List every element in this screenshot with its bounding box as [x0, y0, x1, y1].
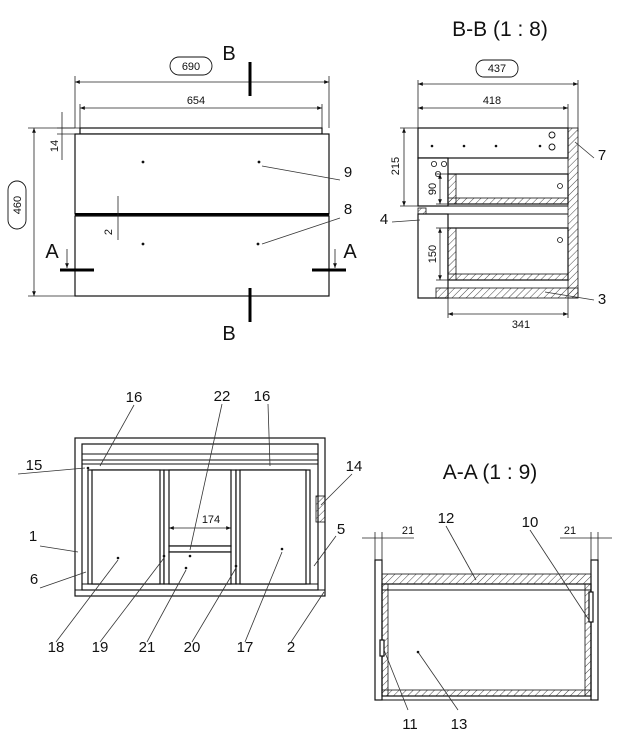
- section-b-bottom: B: [222, 323, 235, 345]
- dim-21-left: 21: [402, 525, 414, 537]
- label-16-left: 16: [126, 389, 143, 406]
- bb-upper-front: [417, 157, 449, 207]
- dim-460: 460: [12, 196, 24, 214]
- label-10: 10: [522, 514, 539, 531]
- label-7: 7: [598, 147, 606, 164]
- dim-418: 418: [483, 95, 501, 107]
- label-22: 22: [214, 388, 231, 405]
- handle-hole: [141, 160, 145, 164]
- bb-lower-drawer: [447, 227, 569, 281]
- label-12: 12: [438, 510, 455, 527]
- dim-150: 150: [427, 245, 439, 263]
- label-17: 17: [237, 639, 254, 656]
- bb-top-plate: [417, 127, 569, 159]
- aa-right-wall: [590, 559, 599, 701]
- label-14: 14: [346, 458, 363, 475]
- dim-654: 654: [187, 95, 205, 107]
- label-6: 6: [30, 571, 38, 588]
- bb-back-wall: [567, 127, 579, 299]
- handle-hole: [257, 160, 261, 164]
- front-top-drawer: [74, 133, 330, 215]
- label-20: 20: [184, 639, 201, 656]
- dim-437: 437: [488, 63, 506, 75]
- dim-341: 341: [512, 319, 530, 331]
- section-aa-title: A-A (1 : 9): [443, 461, 538, 484]
- dim-21-right: 21: [564, 525, 576, 537]
- dim-2: 2: [103, 229, 115, 235]
- dim-215: 215: [390, 157, 402, 175]
- dim-box-437: [475, 59, 519, 78]
- handle-hole: [141, 242, 145, 246]
- dim-box-460: [7, 180, 27, 230]
- label-13: 13: [451, 716, 468, 733]
- label-21: 21: [139, 639, 156, 656]
- bb-bottom-plate: [435, 287, 579, 299]
- top-plate: [79, 127, 323, 135]
- section-a-right: A: [343, 241, 357, 263]
- label-2: 2: [287, 639, 295, 656]
- dim-690: 690: [182, 61, 200, 73]
- section-bb-title: B-B (1 : 8): [452, 18, 548, 41]
- label-11: 11: [402, 716, 418, 733]
- dim-14: 14: [49, 140, 61, 152]
- front-view: 690 654 14 460 2 9 8 A A B: [7, 43, 357, 345]
- section-b-top: B: [222, 43, 235, 65]
- aa-drawer-box: [381, 583, 592, 697]
- label-4: 4: [380, 211, 388, 228]
- label-18: 18: [48, 639, 65, 656]
- handle-hole: [256, 242, 260, 246]
- front-bottom-drawer: [74, 215, 330, 297]
- side-part-14: [315, 495, 326, 523]
- label-3: 3: [598, 291, 606, 308]
- carcass-view: 174 16 22 16 15 14 1 5 6 18 19 21 20 17 …: [17, 388, 363, 656]
- section-aa: A-A (1 : 9) 21 21 12 10 11 13: [362, 461, 612, 733]
- label-9: 9: [344, 164, 352, 181]
- label-15: 15: [26, 457, 43, 474]
- label-5: 5: [337, 521, 345, 538]
- section-a-left: A: [45, 241, 59, 263]
- section-bb: B-B (1 : 8) 437 418: [380, 18, 606, 331]
- dim-90: 90: [427, 183, 439, 195]
- label-19: 19: [92, 639, 109, 656]
- aa-left-wall: [374, 559, 383, 701]
- label-8: 8: [344, 201, 352, 218]
- label-16-right: 16: [254, 388, 271, 405]
- dim-174: 174: [202, 514, 220, 526]
- label-1: 1: [29, 528, 37, 545]
- dim-box-690: [169, 56, 213, 76]
